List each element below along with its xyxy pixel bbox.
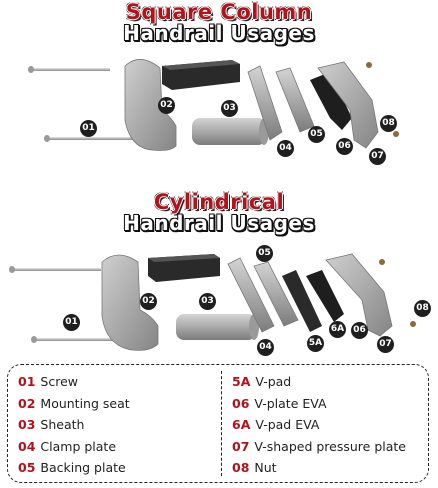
badge-04: 04: [257, 339, 274, 356]
legend-label: Mounting seat: [40, 395, 130, 411]
v-pressure-plate-part: [325, 253, 393, 337]
clamp-plate-part: [227, 257, 275, 333]
badge-08: 08: [380, 115, 397, 132]
badge-03: 03: [221, 100, 238, 117]
legend-item: 05 Backing plate: [18, 457, 130, 479]
v-pad-part: [282, 270, 322, 332]
legend-label: Clamp plate: [40, 438, 117, 454]
legend-label: Backing plate: [40, 460, 126, 475]
nut-part: [379, 259, 416, 327]
section2-subtitle: Handrail Usages: [123, 211, 315, 235]
screw-part: [28, 66, 134, 142]
legend-label: Screw: [40, 374, 78, 389]
section1-title: Square Column: [125, 0, 313, 24]
badge-06: 06: [351, 322, 368, 339]
clamp-plate-part: [247, 65, 283, 141]
legend-number: 5A: [232, 374, 251, 389]
badge-03: 03: [199, 293, 216, 310]
legend-number: 08: [232, 460, 250, 475]
legend-item: 5A V-pad: [232, 371, 406, 393]
badge-06: 06: [336, 138, 353, 155]
v-pressure-plate-part: [317, 61, 379, 149]
legend-label: V-shaped pressure plate: [254, 438, 406, 454]
mounting-seat-part: [124, 59, 177, 151]
legend-number: 06: [232, 395, 250, 411]
screw-part: [9, 266, 133, 343]
legend-item: 6A V-pad EVA: [232, 414, 406, 436]
v-block-part: [148, 254, 220, 282]
badge-07: 07: [377, 336, 394, 353]
badge-05: 05: [256, 245, 273, 262]
legend-number: 05: [18, 460, 36, 475]
v-pad-eva-part: [306, 270, 344, 322]
legend-number: 07: [232, 438, 250, 454]
badge-07: 07: [369, 148, 386, 165]
legend-item: 08 Nut: [232, 457, 406, 479]
badge-02: 02: [158, 97, 175, 114]
legend-number: 03: [18, 417, 36, 432]
legend-number: 6A: [232, 417, 251, 432]
legend-label: V-plate EVA: [254, 395, 327, 411]
v-plate-eva-part: [310, 72, 352, 130]
legend-number: 01: [18, 374, 36, 389]
v-block-part: [162, 60, 240, 90]
legend-item: 01 Screw: [18, 371, 130, 393]
mounting-seat-part: [101, 254, 159, 351]
legend-divider: [221, 371, 222, 476]
section2-parts: [9, 253, 416, 351]
sheath-part: [192, 118, 269, 145]
legend-number: 02: [18, 395, 36, 411]
backing-plate-part: [275, 67, 315, 133]
nut-part: [366, 62, 399, 137]
badge-08: 08: [414, 300, 431, 317]
badge-5a: 5A: [307, 335, 324, 352]
badge-04: 04: [277, 140, 294, 157]
section1-subtitle: Handrail Usages: [123, 21, 315, 45]
section1-parts: [28, 59, 399, 151]
backing-plate-part: [253, 261, 299, 327]
legend-number: 04: [18, 438, 36, 454]
legend-item: 03 Sheath: [18, 414, 130, 436]
section2-title: Cylindrical: [153, 190, 285, 214]
legend-label: V-pad: [255, 374, 292, 389]
badge-02: 02: [140, 293, 157, 310]
badge-01: 01: [80, 120, 97, 137]
badge-01: 01: [63, 314, 80, 331]
badge-05: 05: [308, 126, 325, 143]
sheath-part: [176, 314, 259, 340]
legend-label: Nut: [254, 460, 277, 475]
badge-6a: 6A: [329, 321, 346, 338]
legend-label: V-pad EVA: [255, 417, 320, 432]
legend-label: Sheath: [40, 417, 85, 432]
